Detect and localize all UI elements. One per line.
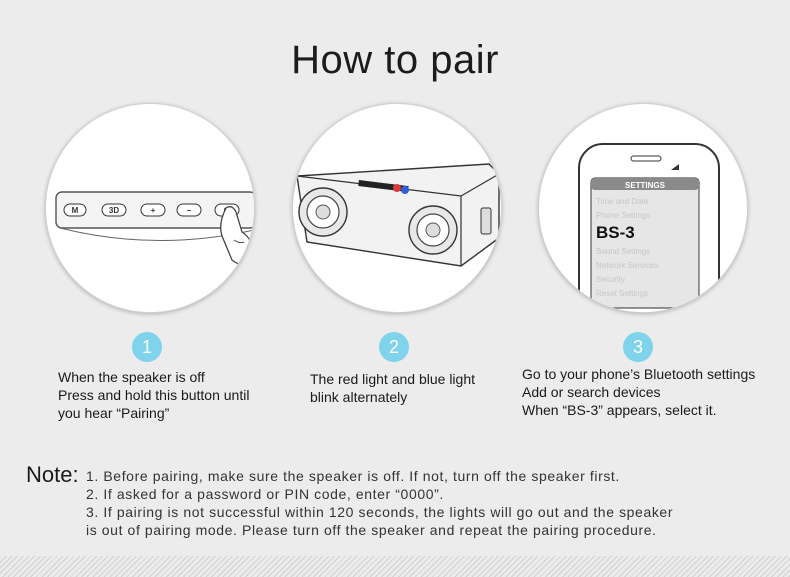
note-text: 1. Before pairing, make sure the speaker… — [86, 467, 673, 539]
pointing-hand-icon — [220, 206, 254, 266]
phone-menu-item: Reset Settings — [596, 289, 648, 298]
red-light-icon — [393, 184, 401, 192]
note-line: 3. If pairing is not successful within 1… — [86, 504, 674, 520]
mode-button-label: M — [72, 206, 79, 215]
3d-button-label: 3D — [109, 206, 119, 215]
phone-menu-item: Time and Date — [596, 197, 649, 206]
step-1-illustration: M 3D + − ⏻ — [45, 103, 255, 313]
step-3-line: Go to your phone’s Bluetooth settings — [522, 366, 756, 382]
step-3-line: When “BS-3” appears, select it. — [522, 402, 717, 418]
plus-button-label: + — [151, 206, 156, 215]
step-1-line: Press and hold this button until — [58, 387, 250, 403]
step-2-illustration — [292, 103, 502, 313]
step-1-line: you hear “Pairing” — [58, 405, 170, 421]
step-2-line: blink alternately — [310, 389, 408, 405]
minus-button-label: − — [187, 206, 192, 215]
step-badge-1: 1 — [132, 332, 162, 362]
step-3-illustration: SETTINGS Time and Date Phone Settings BS… — [538, 103, 748, 313]
phone-device-name: BS-3 — [596, 223, 635, 242]
step-3-line: Add or search devices — [522, 384, 661, 400]
phone-menu-item: Sound Settings — [596, 247, 650, 256]
phone-settings-header: SETTINGS — [625, 181, 666, 190]
note-line: 1. Before pairing, make sure the speaker… — [86, 468, 620, 484]
step-badge-3: 3 — [623, 332, 653, 362]
page-title: How to pair — [291, 38, 499, 82]
note-line: is out of pairing mode. Please turn off … — [86, 522, 657, 538]
step-2-line: The red light and blue light — [310, 371, 475, 387]
step-1-description: When the speaker is off Press and hold t… — [58, 368, 249, 422]
blue-light-icon — [401, 186, 409, 194]
decorative-hatch-strip — [0, 556, 790, 577]
phone-menu-item: Phone Settings — [596, 211, 650, 220]
phone-menu-item: Network Services — [596, 261, 658, 270]
step-3-description: Go to your phone’s Bluetooth settings Ad… — [522, 365, 755, 419]
phone-menu-item: Security — [596, 275, 625, 284]
step-badge-2: 2 — [379, 332, 409, 362]
step-2-description: The red light and blue light blink alter… — [310, 370, 475, 406]
step-1-line: When the speaker is off — [58, 369, 205, 385]
note-line: 2. If asked for a password or PIN code, … — [86, 486, 444, 502]
note-label: Note: — [26, 462, 79, 487]
